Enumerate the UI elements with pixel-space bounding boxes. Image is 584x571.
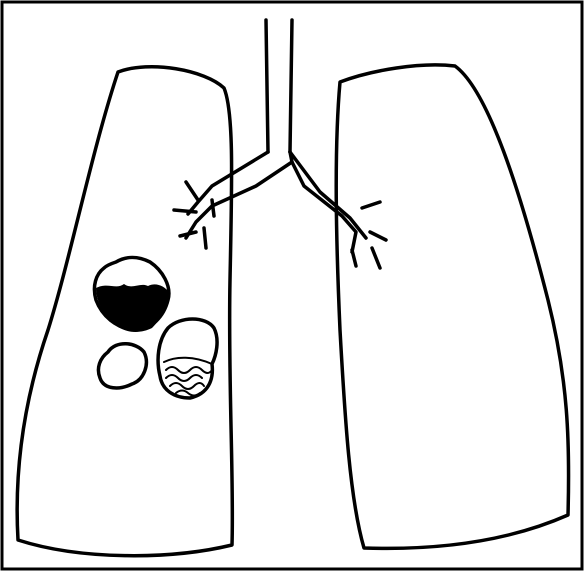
diagram-frame xyxy=(0,0,584,571)
lung-diagram xyxy=(0,0,584,571)
